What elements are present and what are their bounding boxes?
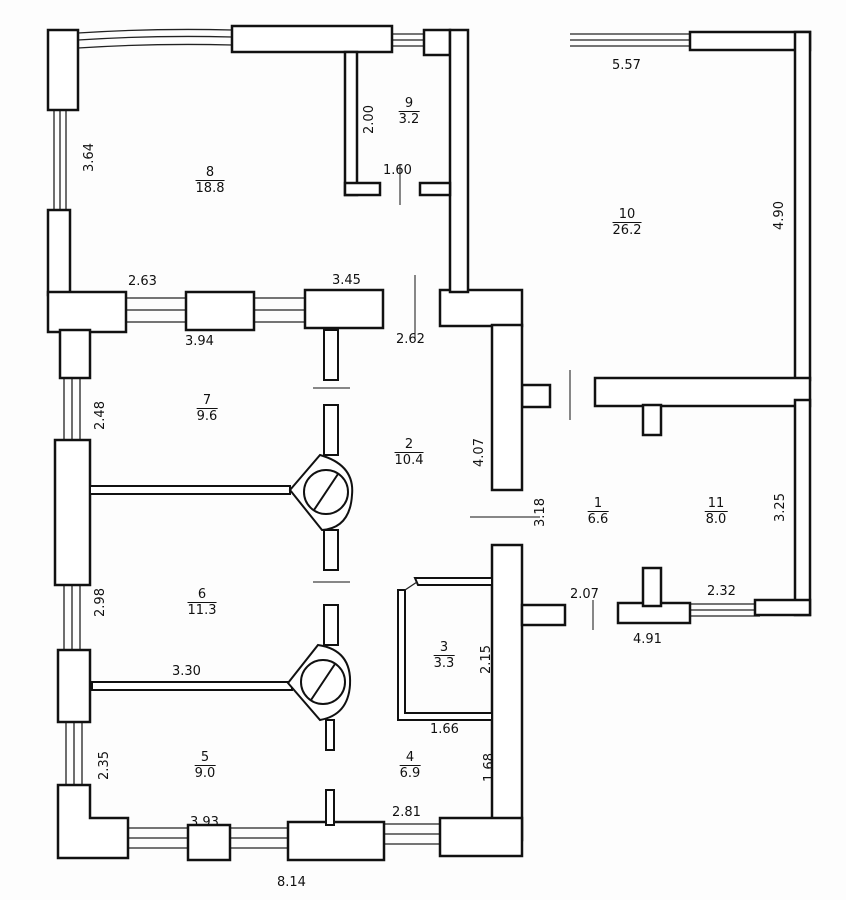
room-number: 4 xyxy=(399,750,421,766)
stove-upper xyxy=(288,453,354,532)
room-number: 7 xyxy=(196,393,218,409)
dim-label: 3.64 xyxy=(81,143,97,172)
room-area: 6.6 xyxy=(587,512,609,527)
room-number: 3 xyxy=(433,640,455,656)
walls xyxy=(46,24,812,862)
room-area: 3.2 xyxy=(398,112,420,127)
room-number: 5 xyxy=(194,750,216,766)
dim-label: 3.45 xyxy=(332,273,361,288)
dim-label: 4.07 xyxy=(471,438,487,467)
stove-lower xyxy=(286,643,352,722)
dimension-lines xyxy=(313,165,594,630)
dim-label: 3.94 xyxy=(185,334,214,349)
room-area: 26.2 xyxy=(612,223,642,238)
room-area: 3.3 xyxy=(433,656,455,671)
room-area: 6.9 xyxy=(399,766,421,781)
room-area: 8.0 xyxy=(705,512,727,527)
dim-label: 4.91 xyxy=(633,632,662,647)
dim-label: 3.93 xyxy=(190,815,219,830)
room-number: 9 xyxy=(398,96,420,112)
room-area: 10.4 xyxy=(394,453,424,468)
dim-label: 3.25 xyxy=(772,493,788,522)
dim-label: 2.62 xyxy=(396,332,425,347)
room-area: 9.6 xyxy=(196,409,218,424)
dim-label: 2.32 xyxy=(707,584,736,599)
dim-label: 2.98 xyxy=(92,588,108,617)
dim-label: 1.68 xyxy=(481,753,497,782)
dim-label: 3.18 xyxy=(532,498,548,527)
room-number: 10 xyxy=(612,207,642,223)
room-number: 11 xyxy=(704,496,728,512)
dim-label: 2.81 xyxy=(392,805,421,820)
room-number: 1 xyxy=(587,496,609,512)
dim-label: 2.15 xyxy=(478,645,494,674)
windows xyxy=(53,28,760,849)
dim-label: 2.48 xyxy=(92,401,108,430)
dim-label: 1.60 xyxy=(383,163,412,178)
dim-label: 8.14 xyxy=(277,875,306,890)
dim-label: 2.07 xyxy=(570,587,599,602)
dim-label: 4.90 xyxy=(771,201,787,230)
partitions xyxy=(89,329,493,826)
room-area: 18.8 xyxy=(195,181,225,196)
dim-label: 5.57 xyxy=(612,58,641,73)
dim-label: 2.00 xyxy=(361,105,377,134)
room-number: 8 xyxy=(195,165,225,181)
room-area: 9.0 xyxy=(194,766,216,781)
dim-label: 3.30 xyxy=(172,664,201,679)
room-number: 6 xyxy=(187,587,217,603)
room-number: 2 xyxy=(394,437,424,453)
dim-label: 1.66 xyxy=(430,722,459,737)
dim-label: 2.63 xyxy=(128,274,157,289)
room-area: 11.3 xyxy=(187,603,217,618)
dim-label: 2.35 xyxy=(96,751,112,780)
